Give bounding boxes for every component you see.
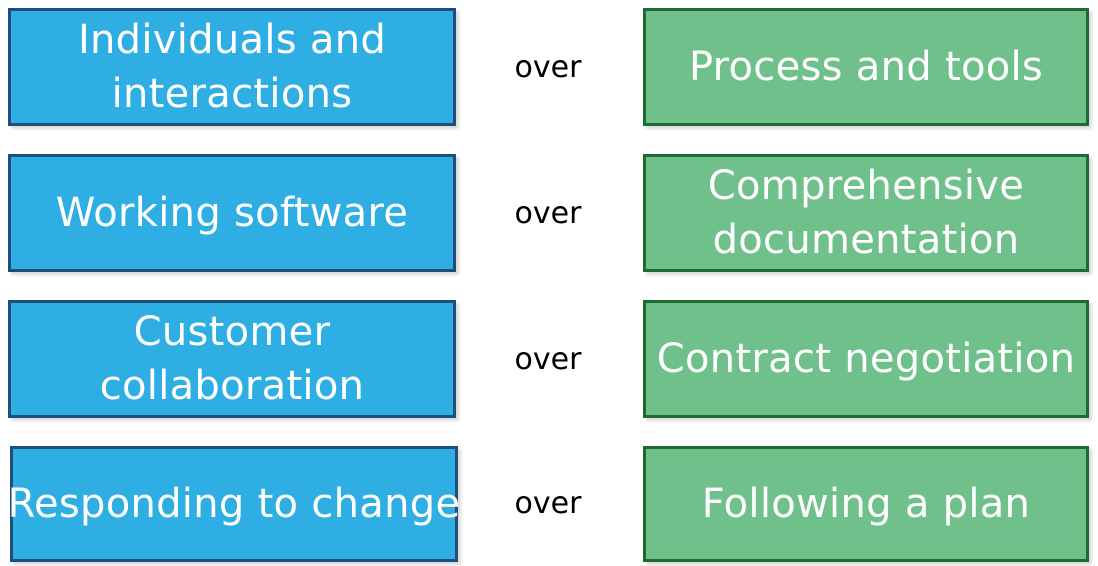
value-right-label-4: Following a plan [701, 481, 1031, 527]
value-left-box-2: Working software [8, 154, 456, 272]
value-left-label-1: Individuals and interactions [77, 17, 387, 117]
value-right-label-1: Process and tools [688, 44, 1044, 90]
value-right-box-4: Following a plan [643, 446, 1089, 562]
value-right-label-2: Comprehensive documentation [707, 163, 1025, 263]
value-left-label-4: Responding to change [7, 481, 461, 527]
over-connector-3: over [514, 342, 582, 377]
value-right-box-1: Process and tools [643, 8, 1089, 126]
value-left-label-2: Working software [55, 190, 409, 236]
value-right-box-3: Contract negotiation [643, 300, 1089, 418]
over-connector-2: over [514, 196, 582, 231]
value-left-box-1: Individuals and interactions [8, 8, 456, 126]
value-left-box-3: Customer collaboration [8, 300, 456, 418]
over-connector-1: over [514, 50, 582, 85]
value-right-box-2: Comprehensive documentation [643, 154, 1089, 272]
value-right-label-3: Contract negotiation [656, 336, 1076, 382]
value-left-box-4: Responding to change [7, 446, 461, 562]
over-connector-4: over [514, 486, 582, 521]
value-left-label-3: Customer collaboration [99, 309, 365, 409]
